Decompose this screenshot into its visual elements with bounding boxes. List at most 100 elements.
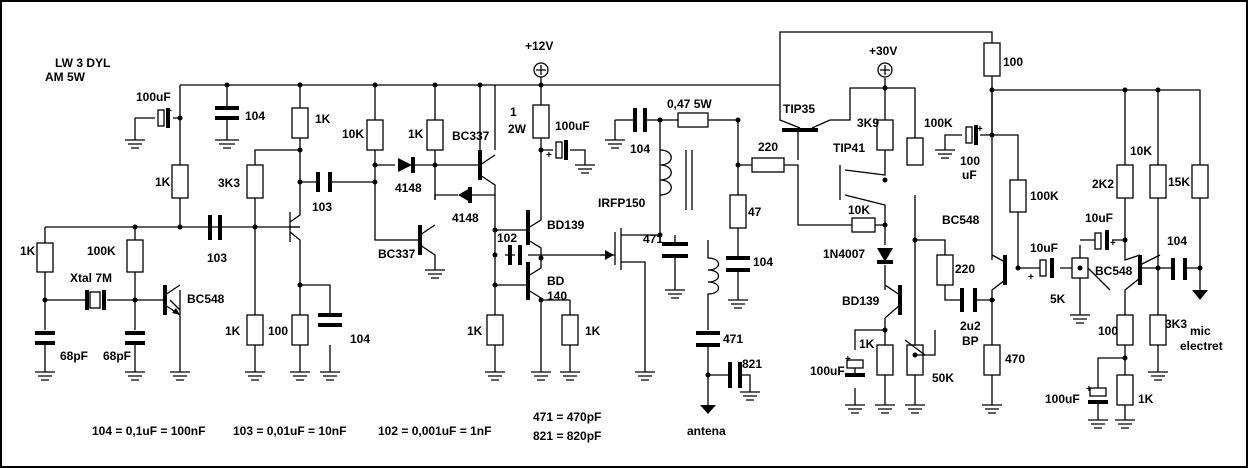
label-q1: BC548 xyxy=(187,292,225,306)
label-c-471b: 471 xyxy=(723,332,743,346)
label-mosfet: IRFP150 xyxy=(598,196,646,210)
label-c-68b: 68pF xyxy=(103,349,131,363)
label-r-1k-g: 1K xyxy=(585,324,601,338)
svg-text:+: + xyxy=(977,124,983,135)
label-r-10k-a: 10K xyxy=(342,127,364,141)
label-pot-50k: 50K xyxy=(932,371,954,385)
label-q3: BC337 xyxy=(378,247,416,261)
label-r-47: 47 xyxy=(748,205,762,219)
label-r-3k9: 3K9 xyxy=(857,116,879,130)
label-q5b: 140 xyxy=(547,289,567,303)
label-c-104c: 104 xyxy=(630,142,650,156)
label-q2: BC337 xyxy=(452,129,490,143)
svg-text:+: + xyxy=(1086,384,1092,395)
note-103: 103 = 0,01uF = 10nF xyxy=(233,424,346,438)
note-102: 102 = 0,001uF = 1nF xyxy=(378,424,491,438)
label-r-100k-a: 100K xyxy=(87,244,116,258)
label-c-2u2a: 2u2 xyxy=(960,319,981,333)
supply-12v-label: +12V xyxy=(525,39,553,53)
label-c-821: 821 xyxy=(742,357,762,371)
label-q4: BD139 xyxy=(547,218,585,232)
label-r-1k-a: 1K xyxy=(155,175,171,189)
label-c-10u-a: 10uF xyxy=(1030,241,1058,255)
label-r-1k-i: 1K xyxy=(1138,392,1154,406)
label-q7: TIP41 xyxy=(833,141,865,155)
label-r-3k3: 3K3 xyxy=(218,176,240,190)
note-471: 471 = 470pF xyxy=(533,410,601,424)
note-821: 821 = 820pF xyxy=(533,429,601,443)
label-r-100k-c: 100K xyxy=(1030,189,1059,203)
svg-text:+: + xyxy=(1028,272,1034,283)
label-mic-1: mic xyxy=(1190,324,1211,338)
label-c-104b: 104 xyxy=(350,332,370,346)
label-c-2u2b: BP xyxy=(962,334,979,348)
label-r-1k-f: 1K xyxy=(467,324,483,338)
label-r-470: 470 xyxy=(1005,352,1025,366)
label-r-1k-h: 1K xyxy=(859,337,875,351)
audio-preamp xyxy=(944,40,1209,420)
component-labels: 100uF 104 1K 1K 100K Xtal 7M 103 68pF 68… xyxy=(20,55,1223,438)
label-c-100u-c: 100uF xyxy=(810,364,845,378)
oscillator-stage xyxy=(35,85,300,372)
polarity-marks: + + + + + + + xyxy=(166,106,1116,395)
label-r-1k-e: 1K xyxy=(408,127,424,141)
label-c-471a: 471 xyxy=(643,232,663,246)
label-c-103b: 103 xyxy=(312,200,332,214)
label-pot-5k: 5K xyxy=(1050,292,1066,306)
label-xtal: Xtal 7M xyxy=(70,271,112,285)
label-c-68a: 68pF xyxy=(60,349,88,363)
label-r-1-2w-a: 1 xyxy=(510,105,517,119)
label-r-100b: 100 xyxy=(1098,324,1118,338)
title-block: LW 3 DYL AM 5W xyxy=(45,56,110,84)
label-c-10u-b: 10uF xyxy=(1085,211,1113,225)
label-r-047: 0,47 5W xyxy=(667,97,712,111)
legend-notes: 104 = 0,1uF = 100nF 103 = 0,01uF = 10nF … xyxy=(92,410,601,443)
label-q9: BC548 xyxy=(942,213,980,227)
mosfet-stage xyxy=(600,108,840,414)
label-r-2k2: 2K2 xyxy=(1092,177,1114,191)
label-r-3k3b: 3K3 xyxy=(1165,317,1187,331)
label-c-104e: 104 xyxy=(1167,234,1187,248)
label-d1: 4148 xyxy=(395,181,422,195)
note-104: 104 = 0,1uF = 100nF xyxy=(92,424,205,438)
label-q10: BC548 xyxy=(1095,264,1133,278)
label-r-1k-b: 1K xyxy=(20,244,36,258)
input-decoupling xyxy=(134,85,239,140)
label-q8: BD139 xyxy=(842,294,880,308)
label-c-104d: 104 xyxy=(753,255,773,269)
label-mic-2: electret xyxy=(1180,339,1223,353)
ground-symbols xyxy=(35,139,1168,429)
label-r-1k-c: 1K xyxy=(315,112,331,126)
label-d3: 1N4007 xyxy=(823,247,865,261)
label-r-100-top: 100 xyxy=(1003,55,1023,69)
label-c-102: 102 xyxy=(497,231,517,245)
label-r-100: 100 xyxy=(268,324,288,338)
title-line-1: LW 3 DYL xyxy=(55,56,110,70)
buffer-stage xyxy=(208,85,375,372)
label-r-15k: 15K xyxy=(1168,175,1190,189)
label-r-10k-c: 10K xyxy=(1130,144,1152,158)
supply-30v-label: +30V xyxy=(869,44,897,58)
label-c-103a: 103 xyxy=(207,251,227,265)
svg-text:+: + xyxy=(166,106,172,117)
label-q5a: BD xyxy=(547,274,565,288)
label-d2: 4148 xyxy=(452,211,479,225)
label-c-100u-d2: uF xyxy=(962,168,977,182)
label-r-1-2w-b: 2W xyxy=(508,122,527,136)
modulator-stage xyxy=(779,85,995,405)
label-c-100u-e: 100uF xyxy=(1045,392,1080,406)
label-c-100u-b: 100uF xyxy=(555,119,590,133)
supply-rails xyxy=(180,31,1201,165)
label-r-100k-b: 100K xyxy=(924,116,953,130)
label-r-220a: 220 xyxy=(758,140,778,154)
driver-stage xyxy=(366,85,496,270)
label-antenna: antena xyxy=(687,424,726,438)
svg-text:+: + xyxy=(845,354,851,365)
junction-dots xyxy=(42,82,1203,378)
svg-text:+: + xyxy=(546,150,552,161)
title-line-2: AM 5W xyxy=(45,70,86,84)
label-r-1k-d: 1K xyxy=(225,324,241,338)
label-c-104a: 104 xyxy=(245,109,265,123)
label-r-10k-b: 10K xyxy=(848,203,870,217)
